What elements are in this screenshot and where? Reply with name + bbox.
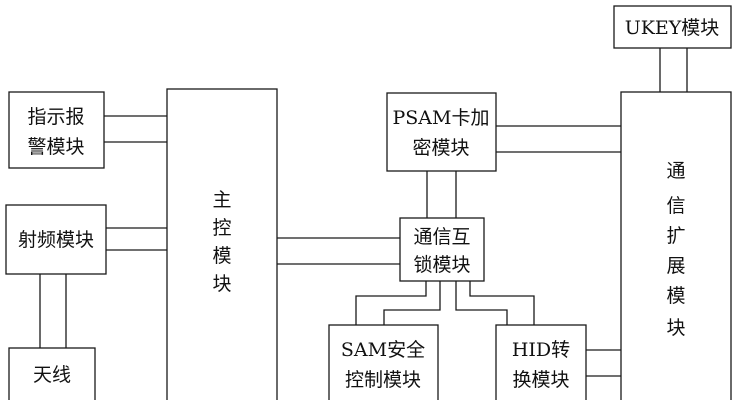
comm-ext-char: 通 xyxy=(666,160,685,182)
main-control-char: 模 xyxy=(212,245,231,267)
connector-interlock-hid xyxy=(455,281,508,325)
sam-module-label-line1: SAM安全 xyxy=(341,339,425,361)
hid-module-label-line1: HID转 xyxy=(512,339,570,361)
rf-module-label: 射频模块 xyxy=(18,229,94,251)
alarm-module: 指示报 警模块 xyxy=(8,91,105,169)
comm-ext-module: 通 信 扩 展 模 块 xyxy=(620,91,732,400)
interlock-module-label-line2: 锁模块 xyxy=(413,254,470,276)
connector-interlock-sam xyxy=(383,281,441,325)
main-control-module: 主 控 模 块 xyxy=(166,88,278,400)
hid-module: HID转 换模块 xyxy=(495,324,587,400)
ukey-module-label: UKEY模块 xyxy=(625,17,720,39)
main-control-char: 主 xyxy=(212,189,231,211)
alarm-module-label-line2: 警模块 xyxy=(27,136,84,158)
antenna-module: 天线 xyxy=(8,347,96,400)
comm-ext-char: 块 xyxy=(666,317,685,339)
comm-ext-char: 信 xyxy=(666,195,685,217)
connector-interlock-hid xyxy=(469,281,535,325)
connector-interlock-sam xyxy=(355,281,427,325)
interlock-module-label-line1: 通信互 xyxy=(413,226,470,248)
comm-ext-char: 展 xyxy=(666,255,685,277)
interlock-module: 通信互 锁模块 xyxy=(399,217,485,282)
comm-ext-char: 模 xyxy=(666,285,685,307)
main-control-char: 块 xyxy=(212,273,231,295)
antenna-module-label: 天线 xyxy=(33,364,71,386)
connectors xyxy=(39,48,688,377)
sam-module: SAM安全 控制模块 xyxy=(328,324,439,400)
rf-module: 射频模块 xyxy=(5,204,107,275)
psam-module-label-line1: PSAM卡加 xyxy=(393,107,490,129)
comm-ext-char: 扩 xyxy=(666,225,685,247)
hid-module-label-line2: 换模块 xyxy=(512,369,569,391)
psam-module-label-line2: 密模块 xyxy=(412,137,469,159)
main-control-char: 控 xyxy=(212,217,231,239)
alarm-module-label-line1: 指示报 xyxy=(27,106,84,128)
sam-module-label-line2: 控制模块 xyxy=(345,369,421,391)
ukey-module: UKEY模块 xyxy=(613,5,732,49)
psam-module: PSAM卡加 密模块 xyxy=(386,92,497,172)
